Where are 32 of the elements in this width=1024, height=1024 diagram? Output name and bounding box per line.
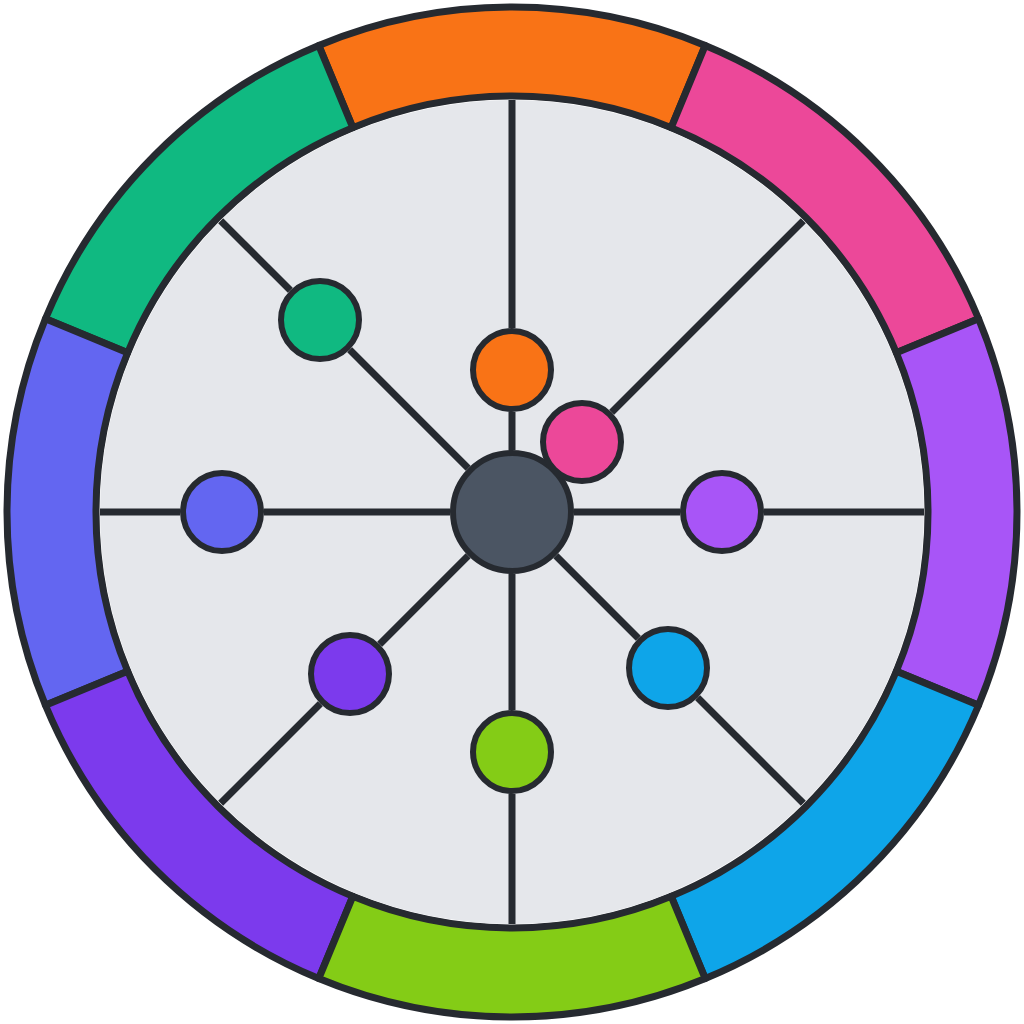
spoke-line: [574, 508, 680, 516]
node-dot: [278, 278, 362, 362]
spoke-line: [508, 574, 516, 710]
hub-circle: [450, 450, 574, 574]
node-dot: [540, 400, 624, 484]
node-dot: [470, 328, 554, 412]
node-dot: [680, 470, 764, 554]
ring-segment: [667, 667, 983, 983]
ring-segment: [41, 41, 357, 357]
spoke-line: [347, 347, 471, 471]
ring-segment: [315, 892, 709, 1020]
spoke-line: [377, 553, 471, 647]
spoke-line: [508, 412, 516, 450]
spoke-line: [264, 508, 450, 516]
spoke-line: [609, 218, 806, 415]
spoke-line: [695, 695, 806, 806]
spoke-line: [100, 508, 180, 516]
node-dot: [180, 470, 264, 554]
node-dot: [308, 632, 392, 716]
ring-segment: [4, 315, 132, 709]
ring-segment: [315, 4, 709, 132]
spoke-line: [218, 218, 293, 293]
ring-segment: [667, 41, 983, 357]
spoke-line: [553, 553, 641, 641]
ring-segment: [41, 667, 357, 983]
node-dot: [626, 626, 710, 710]
spoke-line: [508, 100, 516, 328]
node-dot: [470, 710, 554, 794]
ring-segment: [892, 315, 1020, 709]
spoke-line: [508, 794, 516, 924]
spoke-line: [218, 701, 323, 806]
spoke-line: [764, 508, 924, 516]
